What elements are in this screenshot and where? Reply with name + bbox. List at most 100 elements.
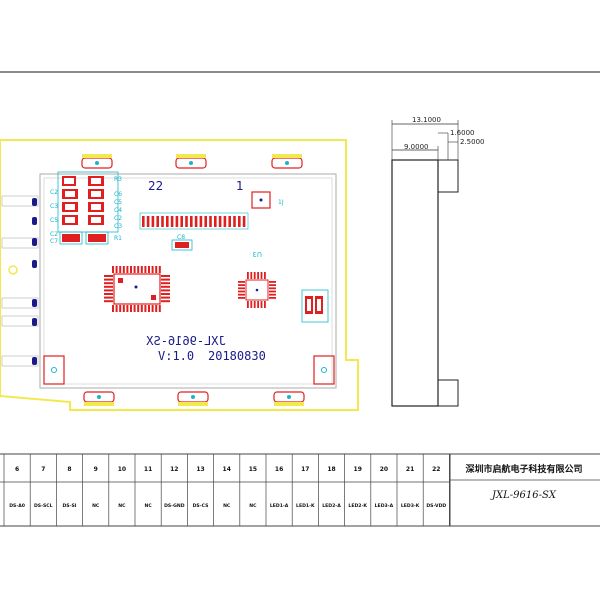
u2-pin-left	[104, 275, 113, 277]
pin-number: 19	[354, 466, 362, 473]
u3-pin-left	[238, 293, 245, 296]
dim-offset-b: 2.5000	[460, 138, 485, 146]
u2-pin-bottom	[140, 305, 143, 312]
silk-date: 20180830	[208, 349, 266, 363]
u2-pin-top	[115, 266, 118, 273]
pin-name: LED2-K	[348, 503, 367, 509]
ref-1j: 1J	[278, 199, 284, 206]
top-tab-2	[175, 154, 207, 169]
drawing-number: JXL-9616-SX	[490, 490, 557, 501]
u2-pin-bottom	[137, 305, 140, 312]
fpc-pin	[214, 216, 217, 227]
left-component-cluster	[57, 171, 119, 245]
u2-pin-left	[104, 293, 113, 295]
u3-pin-top	[264, 272, 266, 279]
cap-c8	[171, 239, 193, 251]
top-tab-1	[81, 154, 113, 169]
u2-pin-right	[161, 289, 170, 292]
u2-pin-bottom	[133, 305, 136, 312]
u2-pin-top	[144, 266, 147, 273]
chip-u2	[113, 273, 161, 305]
u3-pin-left	[238, 290, 245, 293]
u2-pin-bottom	[144, 305, 147, 312]
ref-r3: R3	[114, 176, 122, 183]
pin-name: DS-GND	[164, 503, 185, 509]
ref-u3: U3	[252, 250, 262, 258]
board-outline	[0, 139, 359, 411]
ref-c6: C6	[114, 191, 122, 198]
dim-offset-a: 1.6000	[450, 129, 475, 137]
u2-pin-top	[137, 266, 140, 273]
pin-name: NC	[92, 503, 100, 509]
u2-pin-bottom	[122, 305, 125, 312]
company-name: 深圳市启航电子科技有限公司	[465, 463, 582, 475]
ref-c2b: C2	[50, 231, 58, 238]
ref-c2: C2	[114, 215, 122, 222]
u3-pin-top	[247, 272, 249, 279]
pin-label-first: 22	[148, 179, 163, 193]
pin-number: 9	[94, 466, 98, 473]
pin-name: DS-VDD	[426, 503, 446, 509]
bottom-tab-1	[83, 391, 115, 406]
fpc-pin	[233, 216, 236, 227]
pin-number: 20	[380, 466, 388, 473]
ref-c7: C7	[50, 238, 58, 245]
dim-width-total: 13.1000	[412, 116, 441, 124]
pin-number: 7	[41, 466, 45, 473]
fpc-pin-row	[142, 216, 246, 227]
fpc-pin	[180, 216, 183, 227]
pin-name: NC	[223, 503, 231, 509]
connector-pad-dot	[259, 198, 263, 202]
bottom-tab-3	[273, 391, 305, 406]
u2-pin-top	[119, 266, 122, 273]
pin-number: 8	[67, 466, 71, 473]
u3-pin-left	[238, 281, 245, 283]
chip-u3	[245, 279, 269, 301]
fpc-pin	[156, 216, 159, 227]
fpc-pin	[204, 216, 207, 227]
u2-pin-top	[155, 266, 158, 273]
u2-pin-right	[161, 278, 170, 281]
pin-name: NC	[249, 503, 257, 509]
u2-pin-top	[122, 266, 125, 273]
pin-name: LED3-A	[375, 503, 394, 509]
u2-pin-bottom	[155, 305, 158, 312]
u3-pin-right	[269, 284, 276, 286]
connector-pad	[251, 191, 271, 209]
u2-pin-right	[161, 275, 170, 277]
u2-pin-top	[133, 266, 136, 273]
fpc-pin	[175, 216, 179, 227]
u2-pin-bottom	[151, 305, 154, 312]
ref-r1: R1	[114, 235, 122, 242]
cap-c8-pad	[175, 242, 189, 248]
ref-c3a: C3	[50, 203, 58, 210]
right-cap-cluster	[301, 289, 329, 323]
pin-name: LED3-K	[401, 503, 420, 509]
ref-c2a: C2	[50, 189, 58, 196]
fpc-pin-row-frame	[139, 212, 249, 230]
u2-pin-bottom	[119, 305, 122, 312]
side-view	[391, 159, 459, 407]
pin-number: 18	[327, 466, 335, 473]
fpc-pin	[238, 216, 241, 227]
fpc-pin	[146, 216, 150, 227]
u3-pin-right	[269, 287, 276, 290]
u2-pin-top	[112, 266, 114, 273]
fpc-pin	[194, 216, 198, 227]
u2-pin-right	[161, 285, 170, 288]
fpc-pin	[190, 216, 193, 227]
u3-pin-right	[269, 290, 276, 293]
u2-pin-bottom	[158, 305, 161, 312]
u2-pin-left	[104, 278, 113, 281]
u2-pin-left	[104, 282, 113, 285]
pin-number: 15	[249, 466, 257, 473]
u2-pin-right	[161, 296, 170, 299]
ref-c5: C5	[114, 199, 122, 206]
top-tab-3	[271, 154, 303, 169]
pin-name: LED1-K	[296, 503, 315, 509]
u3-pin-top	[260, 272, 263, 279]
fpc-pin	[209, 216, 212, 227]
fpc-pin	[142, 216, 145, 227]
